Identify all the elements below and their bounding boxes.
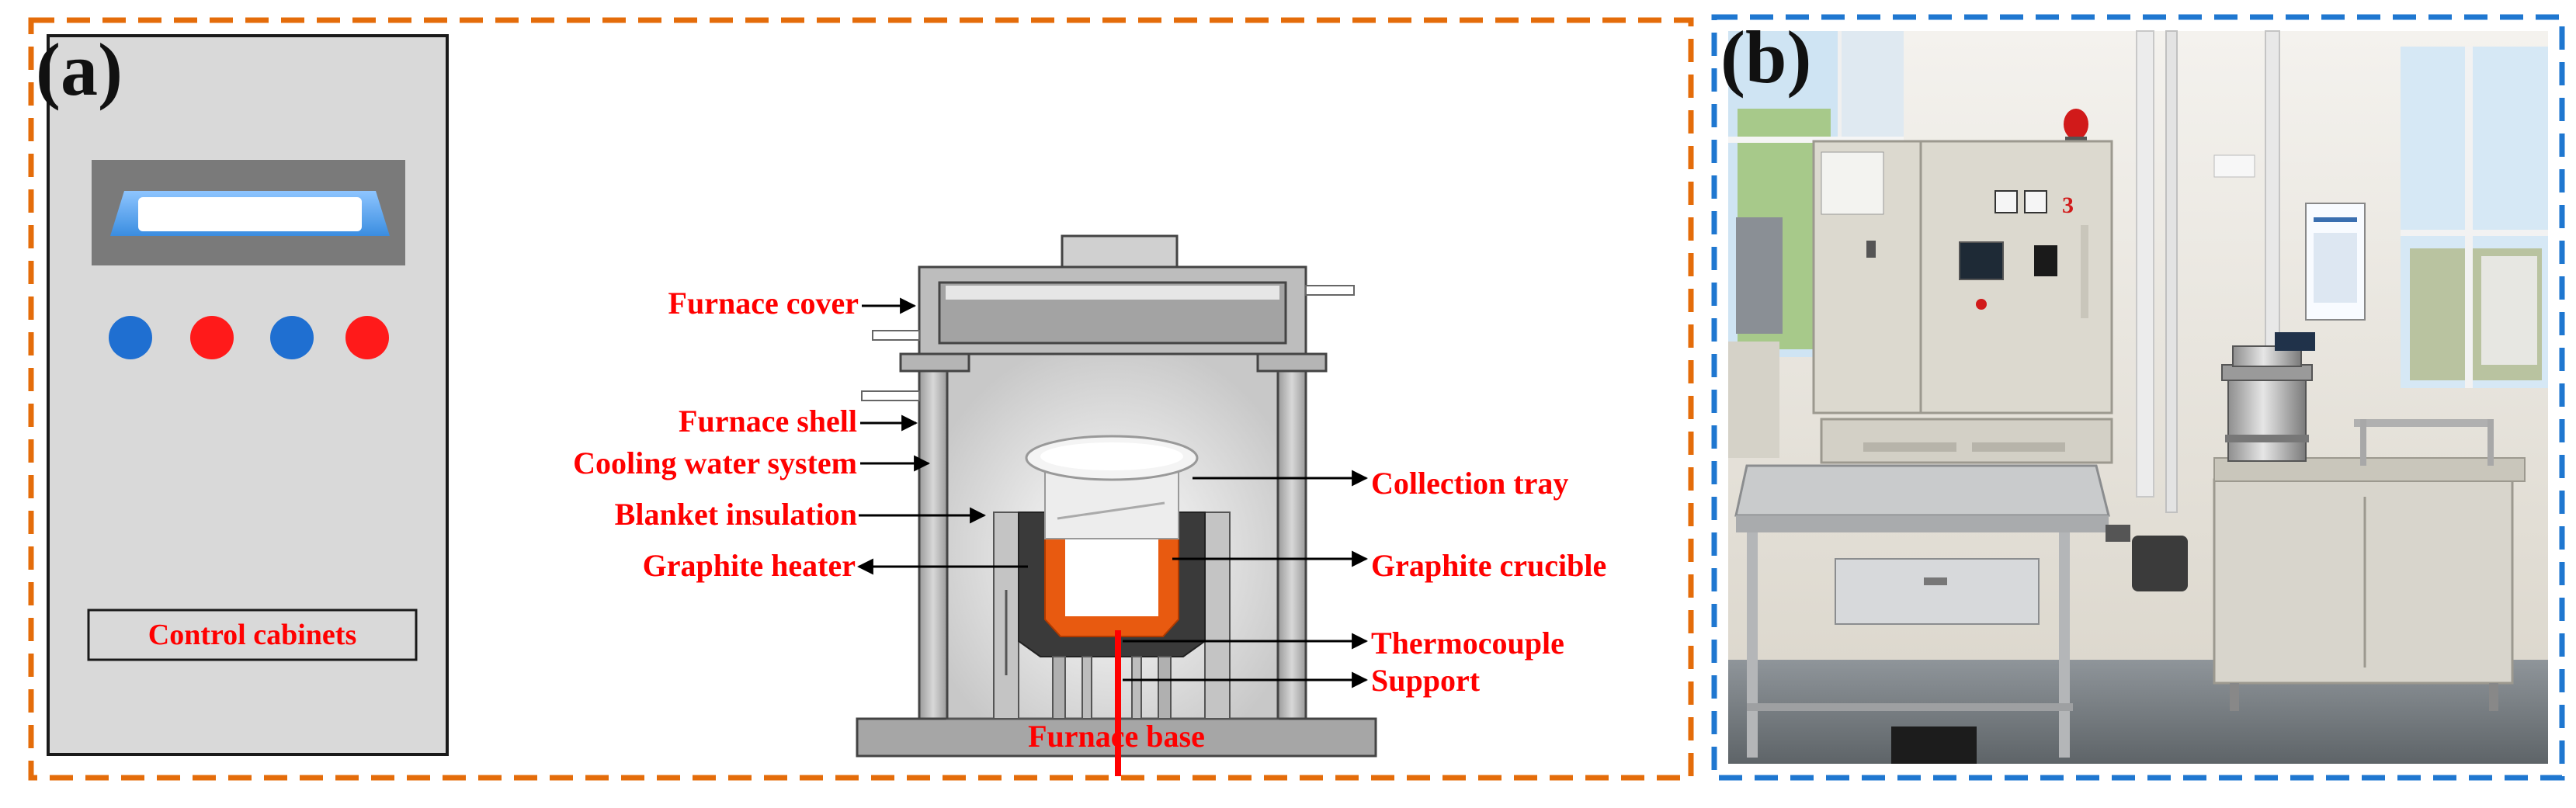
cabinet-label: Control cabinets	[148, 619, 356, 651]
panel-a-tag: (a)	[36, 28, 123, 111]
panel-a-border	[28, 17, 1694, 781]
indicator-button-blue-1	[109, 316, 152, 359]
panel-a: Control cabinets (a)	[28, 17, 1694, 781]
label-collection-tray: Collection tray	[1371, 466, 1568, 501]
panel-b-tag: (b)	[1720, 16, 1811, 99]
photo-furnace-cabinet	[2213, 419, 2526, 711]
blanket-insulation-right	[1204, 512, 1231, 720]
support-left	[1052, 656, 1066, 720]
cooling-pipe-top-left	[872, 330, 920, 341]
label-graphite-crucible: Graphite crucible	[1371, 548, 1606, 583]
label-thermocouple: Thermocouple	[1371, 626, 1564, 661]
photo-control-cabinet: 3	[1812, 140, 2113, 464]
support-right	[1158, 656, 1172, 720]
indicator-button-red-2	[345, 316, 389, 359]
cabinet-label-box	[87, 609, 418, 661]
control-cabinet: Control cabinets	[47, 34, 449, 756]
label-furnace-cover: Furnace cover	[668, 286, 859, 321]
label-furnace-base: Furnace base	[1028, 719, 1205, 754]
trash-bin	[1891, 727, 1977, 764]
label-blanket-insulation: Blanket insulation	[615, 497, 857, 532]
panel-b: 3	[1711, 14, 2565, 781]
label-arrows	[856, 297, 1369, 688]
indicator-button-red-1	[190, 316, 234, 359]
label-cooling-water-system: Cooling water system	[573, 446, 857, 480]
hmi-screen	[1959, 241, 2004, 280]
furnace-shell-left	[918, 352, 949, 720]
panel-b-border	[1711, 14, 2565, 781]
wall-pipe-1	[2136, 30, 2154, 498]
steel-table	[1734, 464, 2110, 758]
furnace-shell-right	[1276, 352, 1307, 720]
alarm-light	[2064, 109, 2088, 140]
photo-furnace	[2221, 332, 2315, 462]
cooling-pipe-top-right	[1305, 285, 1355, 296]
blanket-insulation-left	[993, 512, 1019, 720]
indicator-button-blue-2	[270, 316, 314, 359]
vacuum-pump	[2132, 536, 2188, 591]
wall-pipe-2	[2165, 30, 2178, 513]
lab-photo: 3	[1728, 30, 2548, 764]
cover-handle	[1061, 234, 1179, 269]
label-graphite-heater: Graphite heater	[643, 548, 856, 583]
label-furnace-shell: Furnace shell	[679, 404, 857, 439]
cooling-pipe-mid-left	[861, 390, 920, 401]
cabinet-number: 3	[2062, 192, 2074, 218]
furnace-diagram	[856, 234, 1377, 776]
label-support: Support	[1371, 663, 1481, 698]
